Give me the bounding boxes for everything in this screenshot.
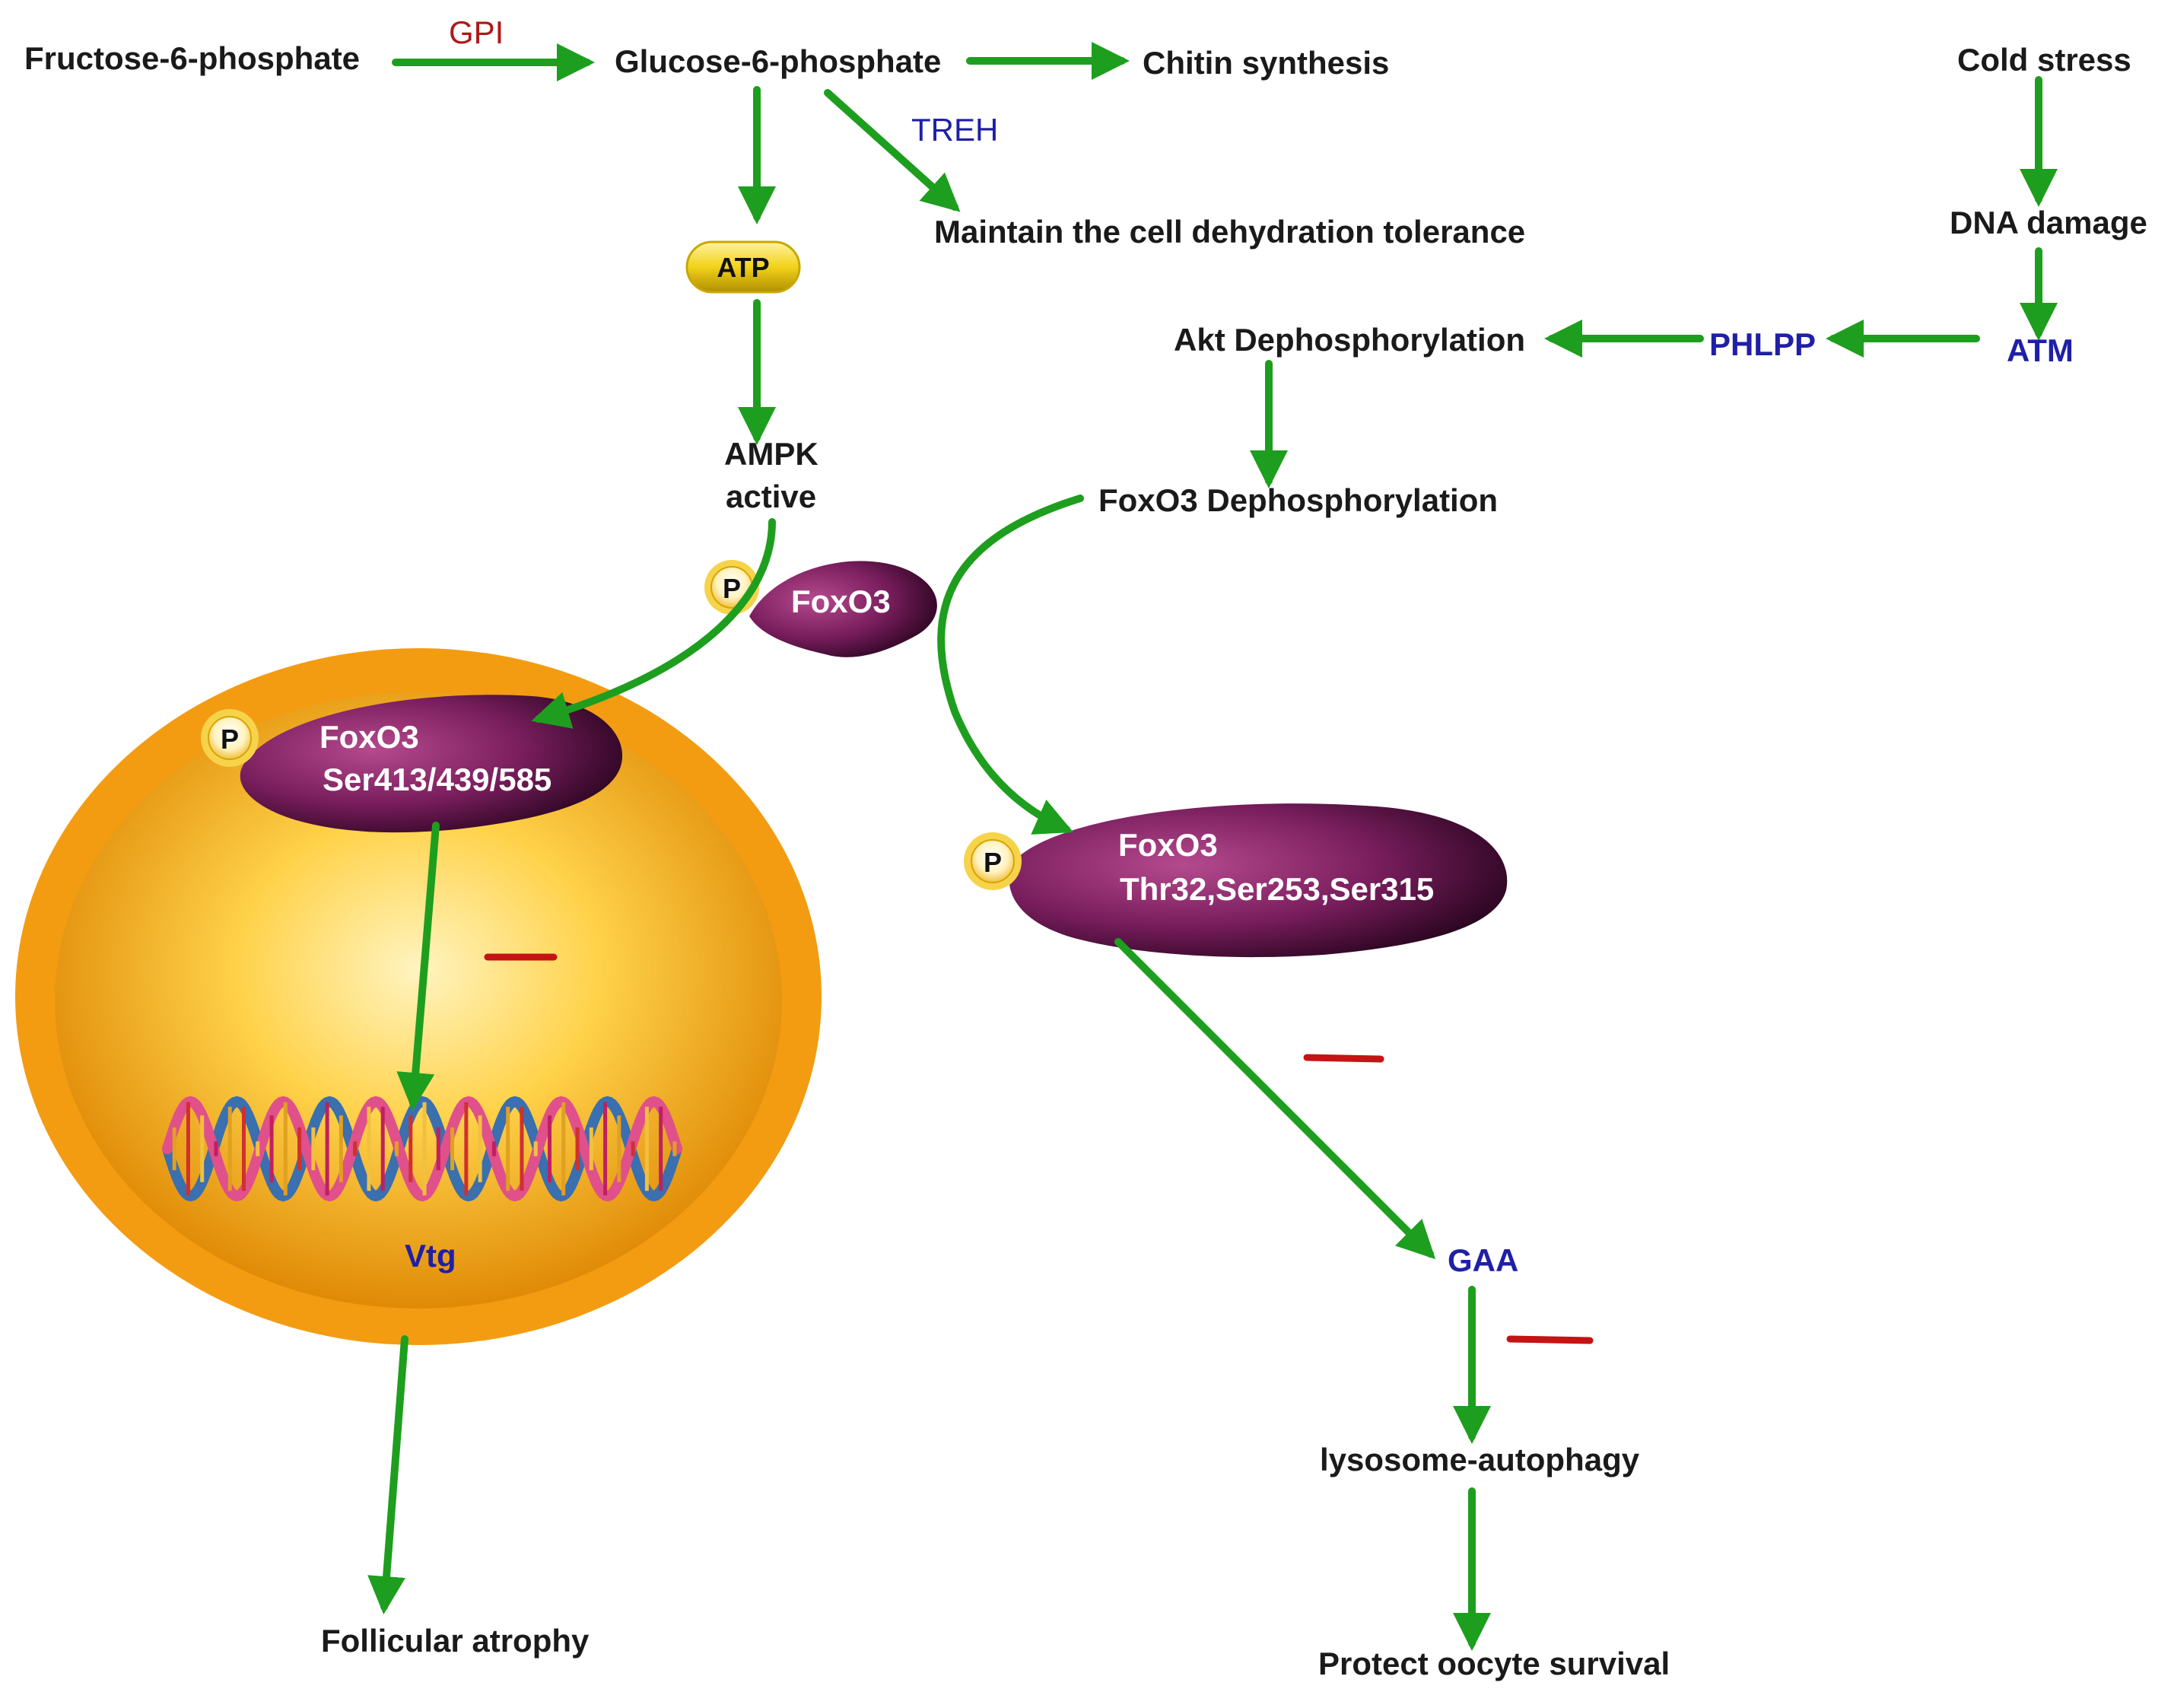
- gaa-label: GAA: [1448, 1242, 1519, 1278]
- foxo3-cytoplasm-protein: [749, 561, 937, 657]
- akt-dephosphorylation-label: Akt Dephosphorylation: [1174, 322, 1526, 358]
- protect-oocyte-label: Protect oocyte survival: [1318, 1646, 1670, 1681]
- gpi-enzyme-label: GPI: [449, 14, 504, 50]
- vtg-label: Vtg: [405, 1238, 456, 1274]
- phosphate-badge-nuclear: P: [201, 709, 259, 767]
- foxo3-nuclear-label: FoxO3: [319, 719, 419, 755]
- arrow-foxo3-dephos-to-thr: [937, 495, 1084, 835]
- follicular-atrophy-label: Follicular atrophy: [321, 1623, 590, 1659]
- chitin-synthesis-label: Chitin synthesis: [1143, 45, 1390, 81]
- dna-helix-icon: [162, 1096, 682, 1202]
- foxo3-thr-label: FoxO3: [1118, 827, 1218, 863]
- glucose-6-phosphate-label: Glucose-6-phosphate: [615, 43, 942, 79]
- foxo3-nuclear-protein: [240, 695, 623, 833]
- arrow-nuclear-foxo3-to-dna: [396, 822, 440, 1111]
- phlpp-label: PHLPP: [1709, 326, 1817, 362]
- phosphate-label-nuclear: P: [221, 724, 239, 755]
- treh-enzyme-label: TREH: [911, 112, 999, 148]
- atp-label: ATP: [717, 252, 769, 283]
- foxo3-nuclear-sites-label: Ser413/439/585: [323, 762, 552, 797]
- ampk-label: AMPK: [724, 436, 818, 472]
- phosphate-badge-thr: P: [964, 832, 1022, 890]
- lysosome-autophagy-label: lysosome-autophagy: [1320, 1442, 1640, 1477]
- inhibit-mark-thr: [1303, 1054, 1384, 1063]
- ampk-active-label: active: [726, 479, 817, 514]
- arrow-ampk-to-nuclear-foxo3: [531, 518, 776, 729]
- maintain-dehydration-label: Maintain the cell dehydration tolerance: [934, 214, 1526, 250]
- foxo3-thr-sites-label: Thr32,Ser253,Ser315: [1120, 871, 1435, 907]
- foxo3-dephosphorylation-label: FoxO3 Dephosphorylation: [1098, 482, 1499, 518]
- atm-label: ATM: [2007, 332, 2074, 368]
- foxo3-thr-protein: [1009, 803, 1508, 958]
- phosphate-label-cyto: P: [723, 573, 741, 604]
- atp-badge: ATP: [685, 240, 801, 294]
- fructose-6-phosphate-label: Fructose-6-phosphate: [24, 40, 361, 76]
- cold-stress-label: Cold stress: [1957, 42, 2131, 78]
- arrow-nucleus-to-follicular: [367, 1335, 408, 1614]
- dna-damage-label: DNA damage: [1950, 205, 2147, 240]
- phosphate-label-thr: P: [984, 847, 1002, 878]
- inhibit-mark-gaa: [1506, 1335, 1594, 1344]
- foxo3-cyto-label: FoxO3: [791, 584, 891, 619]
- arrow-thr-to-gaa: [1114, 938, 1436, 1260]
- arrow-glucose-to-maintain: [824, 89, 961, 212]
